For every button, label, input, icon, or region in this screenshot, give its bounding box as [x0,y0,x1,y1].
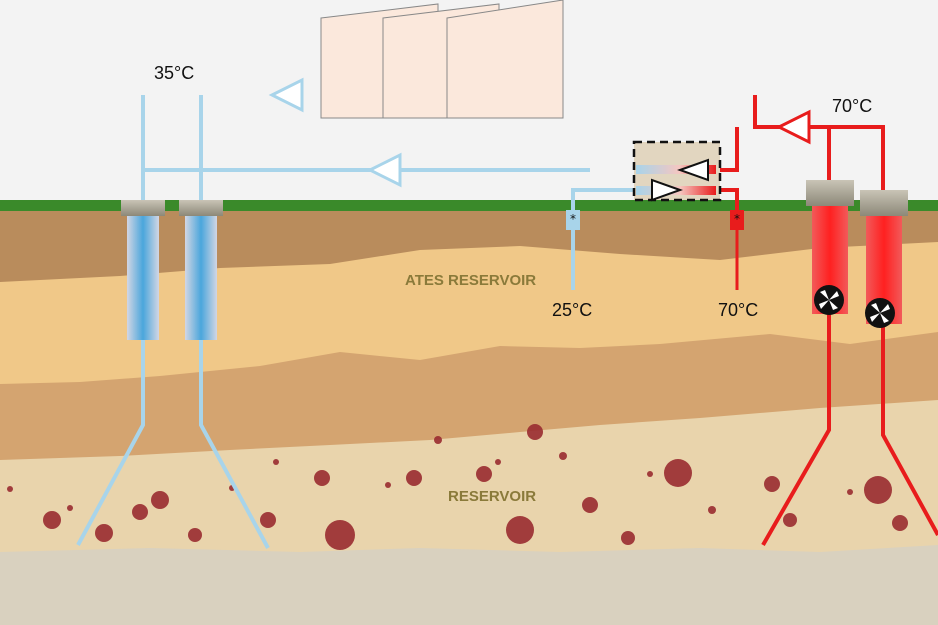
ates-cold-temp-label: 25°C [552,300,592,320]
topsoil-layer [0,210,938,282]
flow-arrow-icon [677,158,709,182]
cold-well-left [121,200,165,340]
return-temp-label: 35°C [154,63,194,83]
reservoir-blobs [7,424,908,550]
greenhouse-building-icon [320,0,564,119]
svg-text:*: * [734,212,740,226]
ates-hot-wellhead: * [730,210,744,230]
flow-arrow-icon [775,109,811,145]
middle-layer [0,328,938,460]
reservoir-label: RESERVOIR [448,488,536,505]
ates-layer [0,240,938,384]
flow-arrow-icon [366,152,402,188]
ates-cold-wellhead: * [566,210,580,230]
cold-well-pipes [76,95,590,549]
supply-temp-label: 70°C [832,96,872,116]
grass-strip [0,200,938,211]
flow-arrow-icon [651,178,683,202]
flow-arrow-icon [268,77,304,113]
bedrock-layer [0,540,938,625]
svg-text:*: * [570,212,576,226]
hot-well-pipes [680,95,938,546]
ates-reservoir-label: ATES RESERVOIR [405,272,536,289]
cold-well-right [179,200,223,340]
ates-cold-pipe [571,188,650,290]
ates-hot-temp-label: 70°C [718,300,758,320]
fan-pump-icon [865,298,895,328]
fan-pump-icon [814,285,844,315]
